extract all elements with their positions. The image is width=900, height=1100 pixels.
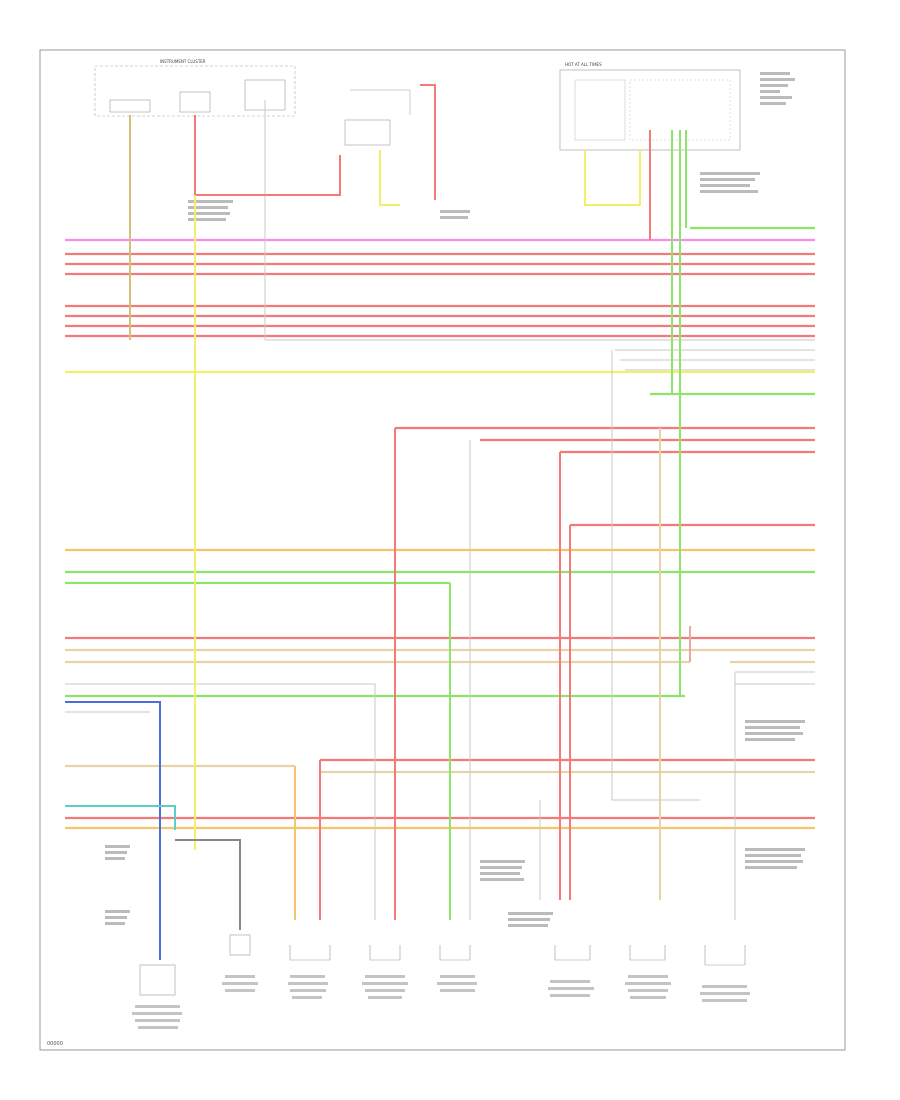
wire-vertical-yellow-2 [379,150,400,206]
ignition-switch-box [344,89,411,146]
throttle-position-connector [704,945,746,966]
instrument-cluster-label: INSTRUMENT CLUSTER [160,59,206,64]
horizontal-wires [65,226,815,830]
vehicle-speed-sensor-connector [369,945,401,961]
thin-gray-wires [65,100,815,920]
knock-sensor-connector [289,945,331,961]
wire-vertical-blue-1 [65,701,161,960]
diagram-border [39,49,846,1051]
bottom-connectors [139,934,746,996]
bottom-label-blocks [132,975,750,1029]
wire-vertical-black-1 [175,839,241,930]
footer-code: 00000 [47,1041,63,1047]
idle-air-control-box [229,934,251,956]
wire-vertical-red-1 [194,115,341,196]
wire-vertical-teal-1 [65,805,176,830]
fuel-injector-connector [439,945,471,961]
text-blocks [105,72,805,927]
fuel-pump-relay-connector [554,945,591,961]
vertical-wires [65,84,691,960]
oxygen-sensor-box [139,964,176,996]
wire-vertical-red-2 [420,84,436,200]
wire-vertical-yellow-3 [584,150,641,206]
mass-air-flow-connector [629,945,666,961]
hot-at-all-times-label: HOT AT ALL TIMES [565,62,602,67]
